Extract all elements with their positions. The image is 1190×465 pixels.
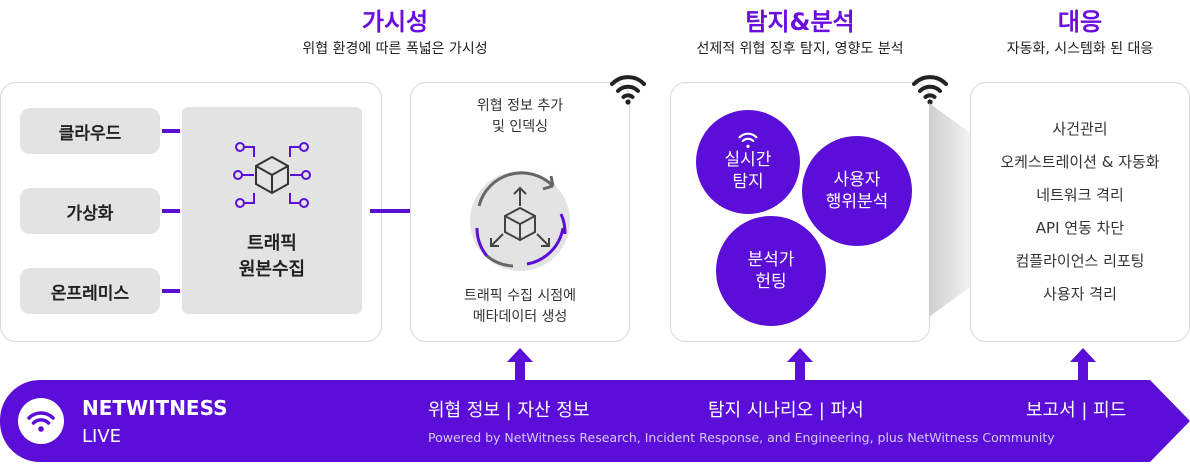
source-on-premises: 온프레미스 [20,268,160,314]
brand-name: NETWITNESS [82,396,228,420]
user-line2: 행위분석 [825,192,889,212]
traffic-capture-line2: 원본수집 [238,259,306,280]
response-title: 대응 [1057,8,1103,36]
visibility-title: 가시성 [361,8,429,36]
metadata-cycle-icon [470,171,570,271]
realtime-line2: 탐지 [732,172,764,192]
response-item: 오케스트레이션 & 자동화 [1000,153,1160,171]
up-arrow-icon [507,348,533,382]
user-behavior-circle: 사용자 행위분석 [802,136,912,246]
traffic-capture-line1: 트래픽 [247,233,297,254]
bar-label-report-feed: 보고서 | 피드 [1026,400,1127,421]
user-line1: 사용자 [833,170,881,190]
packet-cube-icon [233,142,311,208]
flow-shadow [929,103,973,317]
hunting-line1: 분석가 [747,250,795,270]
up-arrow-icon [787,348,813,382]
detection-title: 탐지&분석 [745,8,855,36]
response-subtitle: 자동화, 시스템화 된 대응 [1006,41,1154,57]
wifi-icon [610,75,646,105]
enrichment-bottom-text: 트래픽 수집 시점에 메타데이터 생성 [410,286,630,328]
visibility-subtitle: 위협 환경에 따른 폭넓은 가시성 [302,41,488,57]
connector-line [162,289,180,293]
enrichment-top-text: 위협 정보 추가 및 인덱싱 [410,96,630,138]
response-item: 네트워크 격리 [1036,186,1124,204]
hunting-line2: 헌팅 [755,272,787,292]
enrichment-top-line2: 및 인덱싱 [492,119,548,135]
analyst-hunting-circle: 분석가 헌팅 [716,216,826,326]
response-item: 사건관리 [1052,120,1108,138]
bar-footer: Powered by NetWitness Research, Incident… [428,430,1055,445]
response-item: 컴플라이언스 리포팅 [1015,252,1145,270]
response-panel [970,82,1190,342]
bar-label-threat-asset: 위협 정보 | 자산 정보 [428,400,590,421]
enrichment-bottom-line2: 메타데이터 생성 [472,309,568,325]
brand-sub: LIVE [82,426,122,447]
source-virtualization: 가상화 [20,188,160,234]
response-item: API 연동 차단 [1035,219,1125,237]
netwitness-live-bar [0,380,1190,462]
bar-label-scenario-parser: 탐지 시나리오 | 파서 [708,400,864,421]
netwitness-live-logo-icon [18,398,64,444]
realtime-detection-circle: 실시간 탐지 [696,110,800,214]
enrichment-top-line1: 위협 정보 추가 [476,98,564,114]
connector-line [162,129,180,133]
connector-line [162,209,180,213]
detection-subtitle: 선제적 위협 징후 탐지, 영향도 분석 [696,41,904,57]
source-cloud: 클라우드 [20,108,160,154]
response-item: 사용자 격리 [1043,285,1117,303]
wifi-icon [912,75,948,105]
wifi-icon [738,132,758,148]
connector-line [370,209,426,213]
traffic-capture-label: 트래픽 원본수집 [182,231,362,283]
realtime-line1: 실시간 [724,150,772,170]
enrichment-bottom-line1: 트래픽 수집 시점에 [464,288,576,304]
up-arrow-icon [1070,348,1096,382]
traffic-capture-box: 트래픽 원본수집 [182,107,362,314]
